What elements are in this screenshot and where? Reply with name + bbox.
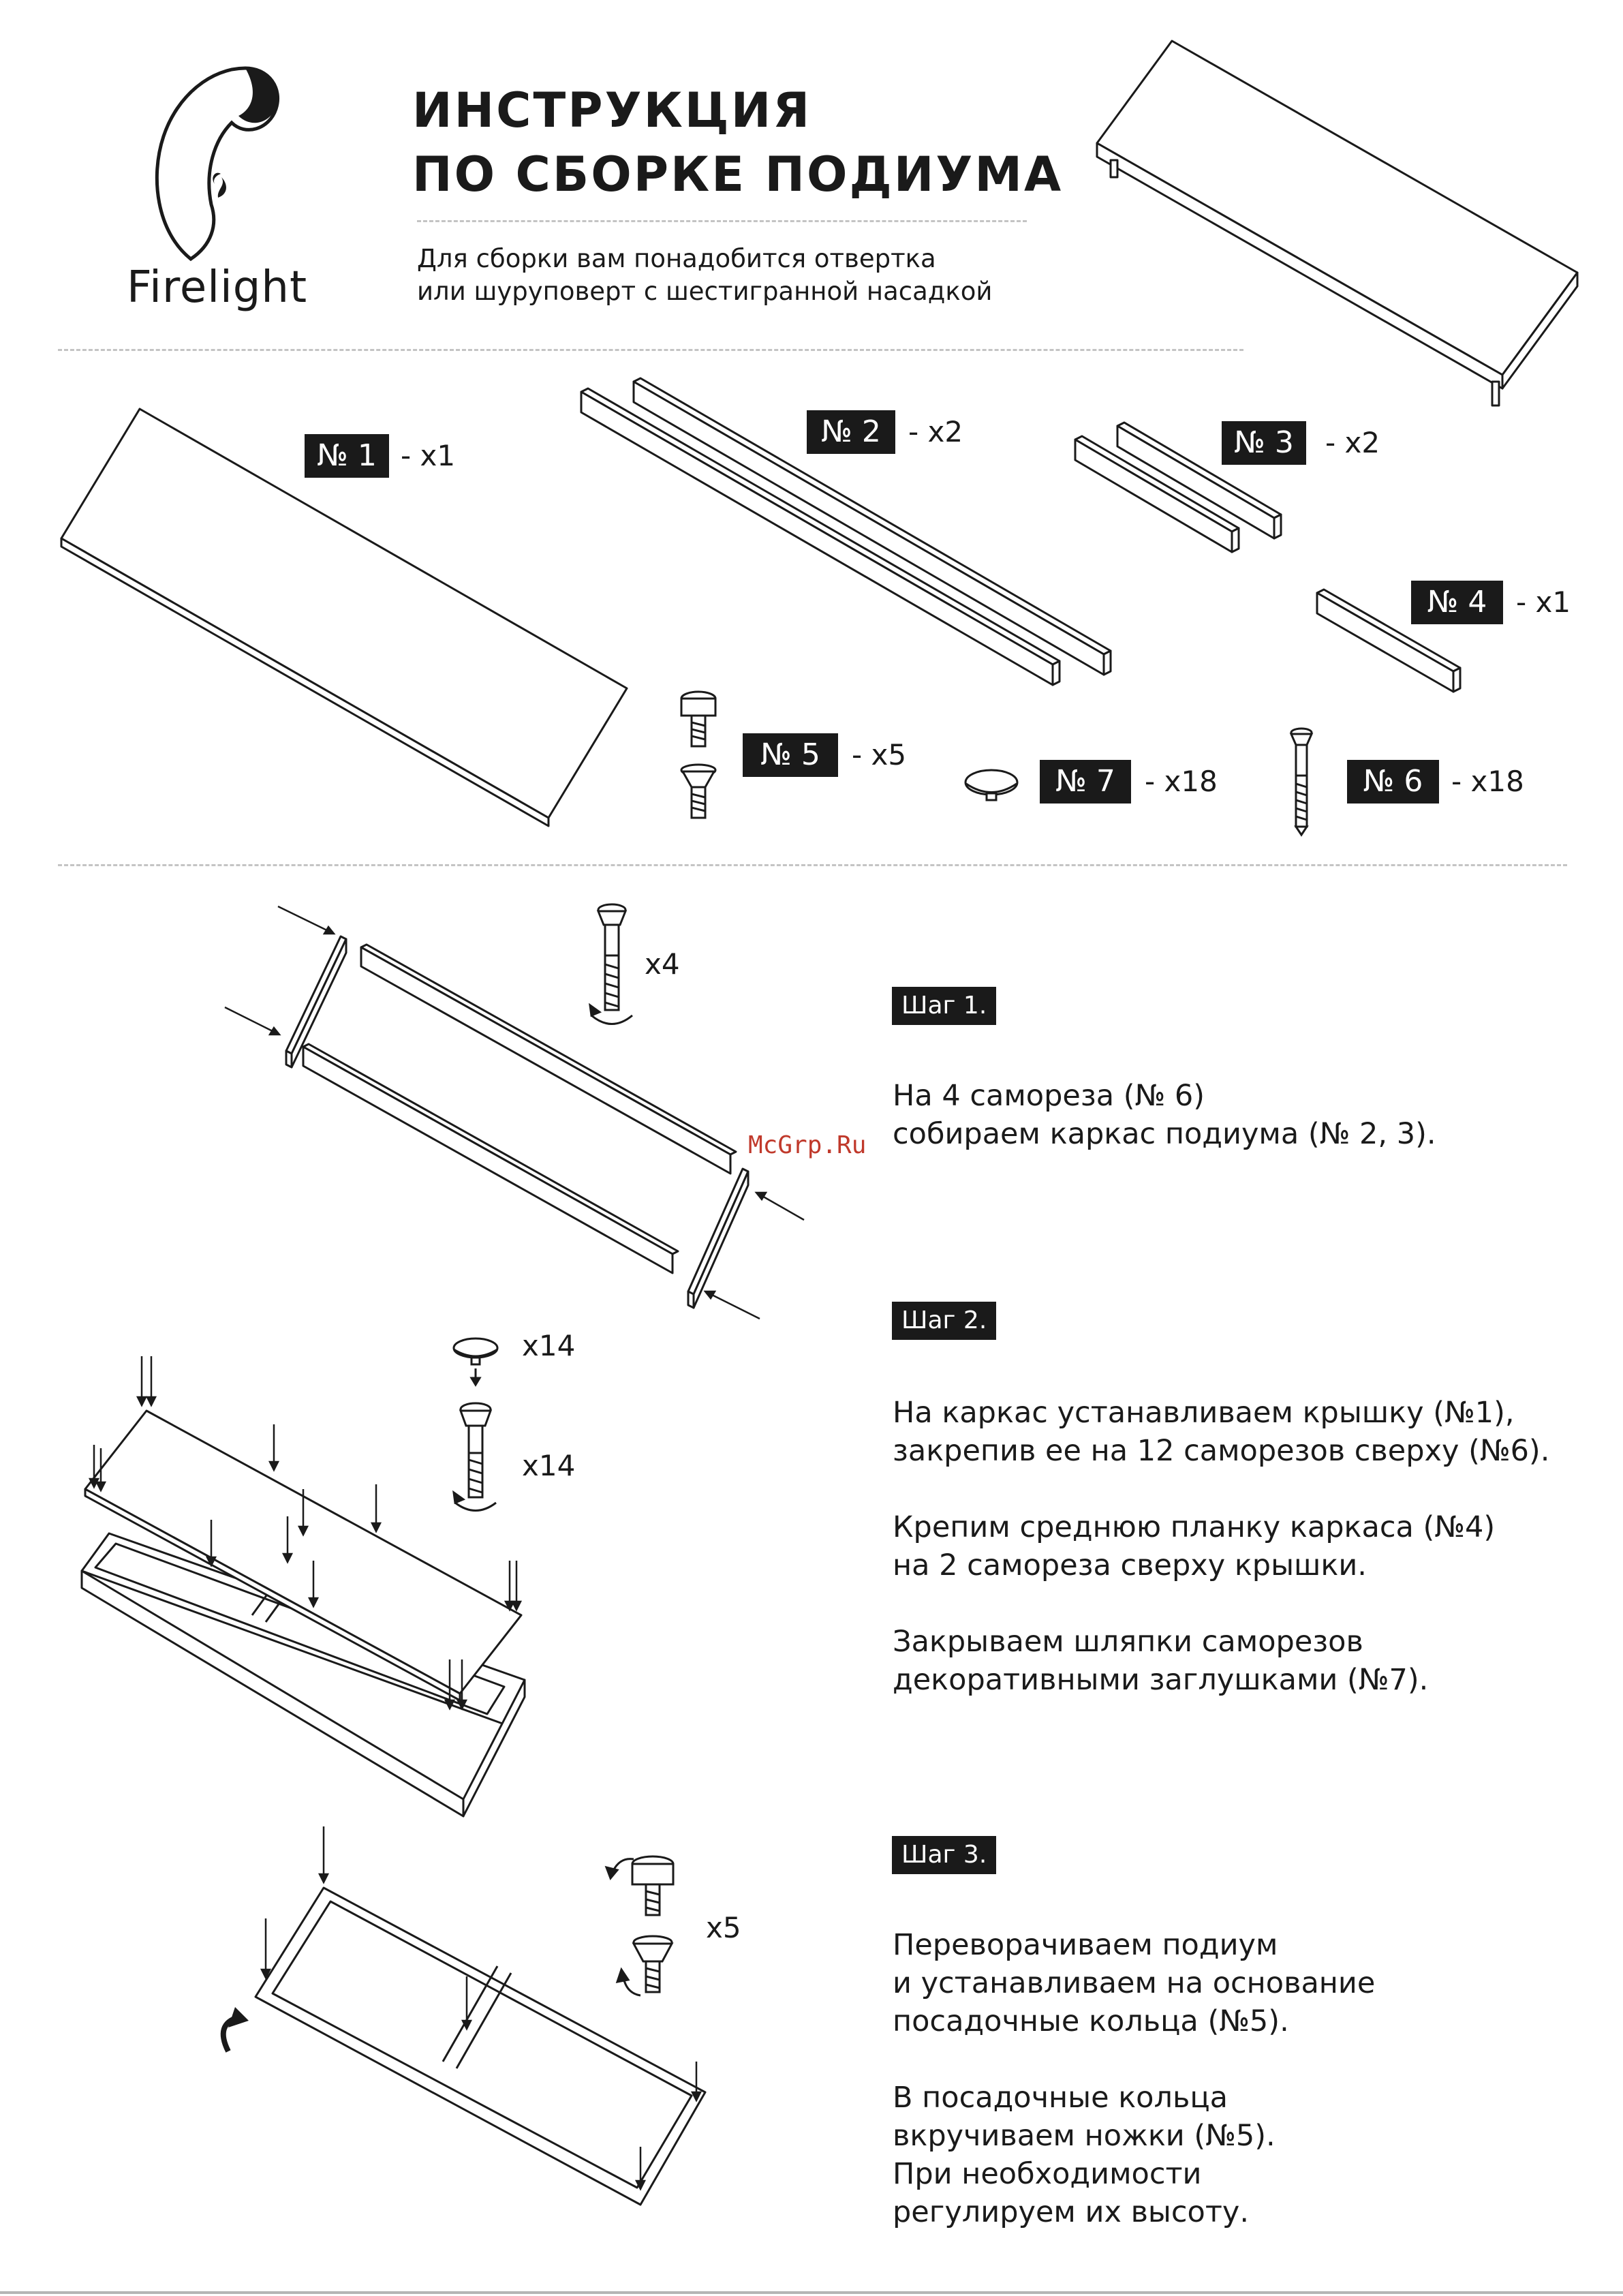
part-1-panel xyxy=(60,408,628,827)
brand-name: Firelight xyxy=(127,262,308,313)
section-divider-top xyxy=(58,349,1243,351)
part-tag-4: № 4 xyxy=(1411,581,1503,624)
part-qty-4: - x1 xyxy=(1516,585,1571,619)
part-7-cap-icon xyxy=(964,769,1019,801)
step-3-paragraph-2: В посадочные кольца вкручиваем ножки (№5… xyxy=(893,2081,1276,2229)
step-1-paragraph-1: На 4 самореза (№ 6) собираем каркас поди… xyxy=(893,1079,1436,1151)
watermark: McGrp.Ru xyxy=(748,1131,867,1159)
step-1-badge: Шаг 1. xyxy=(892,987,997,1025)
step-2-paragraph-3: Закрываем шляпки саморезов декоративными… xyxy=(893,1625,1429,1697)
page-title: ИНСТРУКЦИЯ ПО СБОРКЕ ПОДИУМА xyxy=(412,78,1063,206)
title-line-1: ИНСТРУКЦИЯ xyxy=(412,82,812,138)
subtitle: Для сборки вам понадобится отвертка или … xyxy=(417,243,992,308)
step-2-illustration xyxy=(80,1337,526,1818)
step-2-paragraph-2: Крепим среднюю планку каркаса (№4) на 2 … xyxy=(893,1510,1496,1582)
step-1-multiplier: x4 xyxy=(645,947,680,981)
step-2-text: На каркас устанавливаем крышку (№1), зак… xyxy=(893,1394,1549,1699)
step-3-badge: Шаг 3. xyxy=(892,1836,997,1874)
part-4-middle-rail xyxy=(1316,588,1462,693)
subtitle-line-2: или шуруповерт с шестигранной насадкой xyxy=(417,277,993,306)
part-qty-3: - x2 xyxy=(1325,426,1380,459)
title-divider xyxy=(417,220,1027,222)
step-1-text: На 4 самореза (№ 6) собираем каркас поди… xyxy=(893,1077,1436,1153)
step-3-illustration xyxy=(220,1826,707,2206)
part-qty-2: - x2 xyxy=(908,415,963,448)
step-2-paragraph-1: На каркас устанавливаем крышку (№1), зак… xyxy=(893,1396,1550,1468)
step-2-multiplier-caps: x14 xyxy=(522,1329,576,1362)
section-divider-middle xyxy=(58,864,1567,866)
part-tag-1: № 1 xyxy=(305,434,389,478)
part-3-short-rails xyxy=(1074,421,1282,553)
step-3-paragraph-1: Переворачиваем подиум и устанавливаем на… xyxy=(893,1928,1376,2038)
part-5-feet-icon xyxy=(680,690,717,819)
step-1-illustration xyxy=(224,903,805,1320)
part-tag-6: № 6 xyxy=(1347,760,1439,803)
step-3-text: Переворачиваем подиум и устанавливаем на… xyxy=(893,1926,1375,2231)
firelight-logo xyxy=(155,66,280,262)
part-tag-3: № 3 xyxy=(1222,421,1306,465)
part-qty-7: - x18 xyxy=(1145,765,1218,798)
step-2-multiplier-screws: x14 xyxy=(522,1449,576,1482)
part-6-screw-icon xyxy=(1289,727,1314,837)
title-line-2: ПО СБОРКЕ ПОДИУМА xyxy=(412,147,1064,202)
part-tag-7: № 7 xyxy=(1040,760,1131,803)
part-qty-6: - x18 xyxy=(1451,765,1524,798)
assembled-podium-illustration xyxy=(1096,40,1579,407)
part-tag-5: № 5 xyxy=(743,733,838,777)
subtitle-line-1: Для сборки вам понадобится отвертка xyxy=(417,244,936,273)
step-2-badge: Шаг 2. xyxy=(892,1302,997,1340)
part-qty-1: - x1 xyxy=(401,439,456,472)
part-qty-5: - x5 xyxy=(852,738,907,771)
step-3-multiplier: x5 xyxy=(706,1911,741,1944)
bottom-rule xyxy=(0,2291,1623,2294)
part-tag-2: № 2 xyxy=(807,410,895,454)
part-2-rails xyxy=(580,377,1112,686)
